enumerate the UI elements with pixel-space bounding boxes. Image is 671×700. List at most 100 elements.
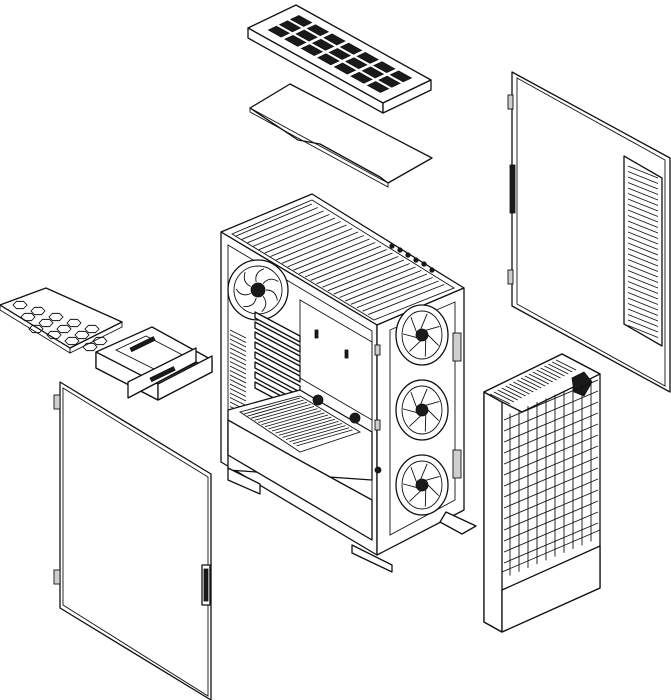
left-vent-line (229, 383, 247, 393)
left-vent-line (229, 365, 247, 375)
vent-line (627, 297, 659, 311)
hex-cell (92, 336, 108, 346)
hex-cell (46, 330, 62, 340)
vent-line (627, 198, 659, 212)
front-fan-blade (420, 313, 428, 330)
front-fan-ring (401, 310, 443, 360)
front-fan-blade (402, 483, 417, 489)
io-port (421, 261, 427, 267)
front-rib (520, 377, 542, 389)
shroud-mesh-line (278, 418, 336, 436)
top-mesh-line (362, 280, 439, 312)
left-vent-line (229, 356, 247, 366)
left-vent-line (229, 392, 247, 402)
filter-slot (356, 52, 380, 64)
hex-cell (38, 318, 54, 328)
left-vent-line (229, 374, 247, 384)
filter-slot (311, 38, 335, 51)
io-port (429, 267, 435, 273)
shroud-mesh-line (247, 399, 304, 417)
left-vent-line (229, 347, 247, 357)
shroud-mesh-line (250, 401, 308, 419)
top-dust-filter (247, 4, 432, 114)
top-mesh-line (287, 235, 364, 268)
vent-line (627, 314, 659, 327)
front-rib (497, 389, 518, 401)
shroud-mesh-line (264, 410, 322, 428)
front-rib (524, 375, 546, 387)
vent-line (627, 248, 659, 261)
shroud-mesh-line (292, 427, 350, 445)
shroud-mesh-line (275, 416, 332, 434)
vent-line (627, 253, 659, 267)
front-rib (517, 379, 538, 391)
hex-cell (20, 312, 36, 322)
vent-line (627, 281, 659, 294)
front-fan-blade (402, 333, 417, 339)
top-mesh-line (264, 221, 341, 254)
vent-line (627, 319, 659, 333)
shroud-mesh-line (257, 406, 315, 423)
top-mesh-line (281, 231, 359, 264)
left-vent-line (229, 370, 247, 379)
left-vent-line (229, 379, 247, 388)
front-fan-blade (410, 466, 418, 483)
front-rib (493, 391, 515, 403)
shroud-mesh-line (271, 414, 329, 432)
front-rib (555, 359, 577, 371)
pcie-slot (254, 351, 301, 383)
vent-line (627, 231, 659, 245)
top-mesh-line (258, 217, 336, 251)
hex-cell (56, 324, 72, 334)
top-mesh-line (299, 242, 376, 274)
front-panel (483, 353, 601, 633)
front-rib (509, 383, 530, 395)
io-port (389, 243, 395, 249)
vent-line (627, 275, 659, 289)
front-fan-blade (409, 490, 421, 502)
filter-slot (372, 61, 396, 74)
front-fan-blade (420, 388, 428, 405)
shroud-mesh-line (289, 425, 346, 443)
vent-line (627, 308, 659, 322)
top-cover-plate (249, 83, 433, 188)
front-rib (528, 373, 550, 385)
shroud-mesh-line (243, 397, 301, 415)
front-fan-blade (425, 401, 440, 406)
front-fan-blade (409, 415, 421, 427)
vent-line (627, 165, 659, 179)
vent-line (627, 286, 659, 300)
io-port (397, 247, 403, 253)
front-fan-blade (420, 463, 428, 480)
case-body (220, 193, 477, 573)
top-mesh-line (235, 203, 313, 237)
vent-line (627, 242, 659, 256)
left-vent-line (229, 388, 247, 397)
front-fan-blade (427, 334, 439, 346)
filter-slot (333, 62, 357, 75)
filter-slot (389, 70, 413, 83)
vent-line (627, 182, 659, 195)
top-mesh-line (327, 259, 405, 292)
right-side-panel (507, 71, 671, 393)
top-mesh-line (316, 252, 393, 285)
fan-blade (235, 288, 251, 296)
top-mesh-line (339, 266, 416, 298)
io-port (405, 252, 411, 258)
filter-slot (345, 57, 368, 70)
filter-slot (278, 20, 302, 33)
vent-line (627, 220, 659, 234)
top-mesh-line (333, 263, 410, 295)
shroud-mesh-line (285, 423, 343, 440)
top-mesh-line (304, 245, 382, 278)
filter-slot (284, 34, 307, 47)
left-vent-line (229, 329, 247, 339)
fan-blade (262, 278, 279, 285)
vent-line (627, 193, 659, 206)
front-rib (544, 365, 565, 377)
vent-line (627, 325, 659, 338)
vent-line (627, 209, 659, 223)
vent-line (627, 259, 659, 272)
hex-cell (84, 324, 100, 334)
